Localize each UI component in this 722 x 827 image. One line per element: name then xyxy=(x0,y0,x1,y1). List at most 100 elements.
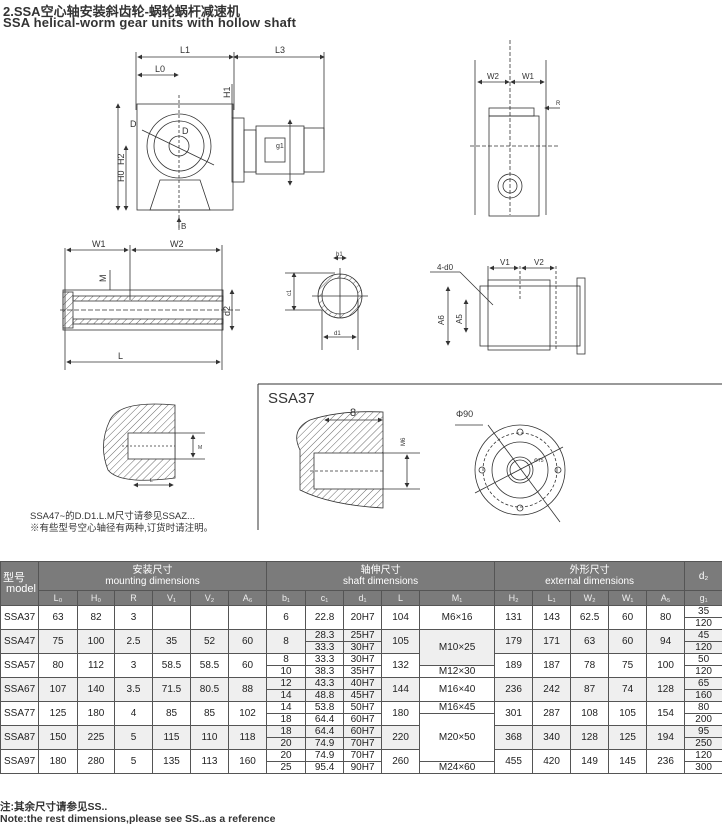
title-cn: 2.SSA空心轴安装斜齿轮-蜗轮蜗杆减速机 xyxy=(3,4,240,19)
label-A5: A5 xyxy=(455,314,464,324)
cell-g1: 250 xyxy=(684,737,722,750)
label-b1: b1 xyxy=(336,252,343,258)
cell-b1: 25 xyxy=(266,761,307,774)
cell-c1: 48.8 xyxy=(305,689,345,702)
cell-l1: 171 xyxy=(532,629,572,654)
side-view xyxy=(470,40,560,217)
label-d0: 4-d0 xyxy=(437,263,454,272)
cell-d2: 35 xyxy=(684,605,722,618)
cell-h2: 179 xyxy=(494,629,534,654)
cell-d2: 80 xyxy=(684,701,722,714)
header-model-cn: 型号 xyxy=(3,571,25,584)
cell-d1: 45H7 xyxy=(343,689,383,702)
label-H0: H0 xyxy=(116,170,126,182)
label-L: L xyxy=(118,351,123,361)
label-V1: V1 xyxy=(500,258,510,267)
cell-a6: 102 xyxy=(227,701,268,726)
label-shaft-W1: W1 xyxy=(92,239,106,249)
column-header: H₀ xyxy=(77,590,115,606)
cell-l: 220 xyxy=(381,725,421,750)
cell-model: SSA47 xyxy=(0,629,39,654)
cell-w2: 108 xyxy=(570,701,610,726)
cell-h0: 100 xyxy=(77,629,115,654)
cell-model: SSA37 xyxy=(0,605,39,630)
cell-b1: 18 xyxy=(266,713,307,726)
cell-m1: M20×50 xyxy=(419,713,496,762)
cell-a5: 128 xyxy=(646,677,686,702)
label-B: B xyxy=(181,222,186,231)
cell-l1: 242 xyxy=(532,677,572,702)
cell-d2: 120 xyxy=(684,749,722,762)
note-1: SSA47~的D.D1.L.M尺寸请参见SSAZ... xyxy=(30,511,195,522)
cell-m1: M16×45 xyxy=(419,701,496,714)
column-header: L₁ xyxy=(532,590,572,606)
cell-h2: 131 xyxy=(494,605,534,630)
cell-a6: 118 xyxy=(227,725,268,750)
cell-d1: 40H7 xyxy=(343,677,383,690)
cell-b1: 14 xyxy=(266,701,307,714)
cell-b1: 20 xyxy=(266,749,307,762)
cell-c1: 33.3 xyxy=(305,653,345,666)
cell-g1: 300 xyxy=(684,761,722,774)
cell-b1: 8 xyxy=(266,629,307,654)
cell-w1: 75 xyxy=(608,653,648,678)
cell-w1: 60 xyxy=(608,629,648,654)
label-detail-L: L xyxy=(150,478,153,484)
technical-drawings: L1 L0 L3 H1 H2 H0 D D B g1 W2 W1 R W1 W2… xyxy=(60,40,722,530)
cell-l: 180 xyxy=(381,701,421,726)
cell-l1: 143 xyxy=(532,605,572,630)
cell-d1: 20H7 xyxy=(343,605,383,630)
cell-r: 4 xyxy=(114,701,153,726)
ssa37-thread: M6 xyxy=(401,437,407,446)
cell-w1: 60 xyxy=(608,605,648,630)
footer-note-cn: 注:其余尺寸请参见SS.. xyxy=(0,801,108,813)
cell-l: 144 xyxy=(381,677,421,702)
cell-model: SSA97 xyxy=(0,749,39,774)
cell-v1: 135 xyxy=(152,749,191,774)
cell-h2: 236 xyxy=(494,677,534,702)
column-header: V₁ xyxy=(152,590,191,606)
cell-a5: 80 xyxy=(646,605,686,630)
header-group-cn: 安装尺寸 xyxy=(132,565,173,576)
cell-g1: 120 xyxy=(684,665,722,678)
cell-w2: 128 xyxy=(570,725,610,750)
cell-l0: 75 xyxy=(38,629,78,654)
label-R: R xyxy=(556,101,561,107)
label-A6: A6 xyxy=(437,315,446,325)
ssa37-depth: 8 xyxy=(350,407,356,419)
header-model-en: model xyxy=(6,582,36,595)
cell-w1: 74 xyxy=(608,677,648,702)
cell-g1: 200 xyxy=(684,713,722,726)
cell-v1 xyxy=(152,605,191,630)
cell-h2: 189 xyxy=(494,653,534,678)
shaft-cross-section xyxy=(285,255,368,350)
cell-w1: 145 xyxy=(608,749,648,774)
cell-c1: 74.9 xyxy=(305,737,345,750)
cell-model: SSA87 xyxy=(0,725,39,750)
cell-l0: 107 xyxy=(38,677,78,702)
cell-r: 3 xyxy=(114,605,153,630)
cell-h0: 180 xyxy=(77,701,115,726)
cell-v2: 85 xyxy=(190,701,229,726)
cell-a6: 60 xyxy=(227,653,268,678)
cell-c1: 28.3 xyxy=(305,629,345,642)
cell-b1: 18 xyxy=(266,725,307,738)
cell-h0: 140 xyxy=(77,677,115,702)
cell-a6 xyxy=(227,605,268,630)
cell-v2: 58.5 xyxy=(190,653,229,678)
column-header: W₂ xyxy=(570,590,610,606)
hollow-shaft-view xyxy=(60,245,240,370)
thread-detail-view xyxy=(103,403,205,488)
cell-v1: 85 xyxy=(152,701,191,726)
cell-c1: 43.3 xyxy=(305,677,345,690)
cell-d1: 60H7 xyxy=(343,713,383,726)
header-group-cn: 轴伸尺寸 xyxy=(360,565,401,576)
cell-model: SSA67 xyxy=(0,677,39,702)
column-header: R xyxy=(114,590,153,606)
label-d2: d2 xyxy=(222,306,232,316)
